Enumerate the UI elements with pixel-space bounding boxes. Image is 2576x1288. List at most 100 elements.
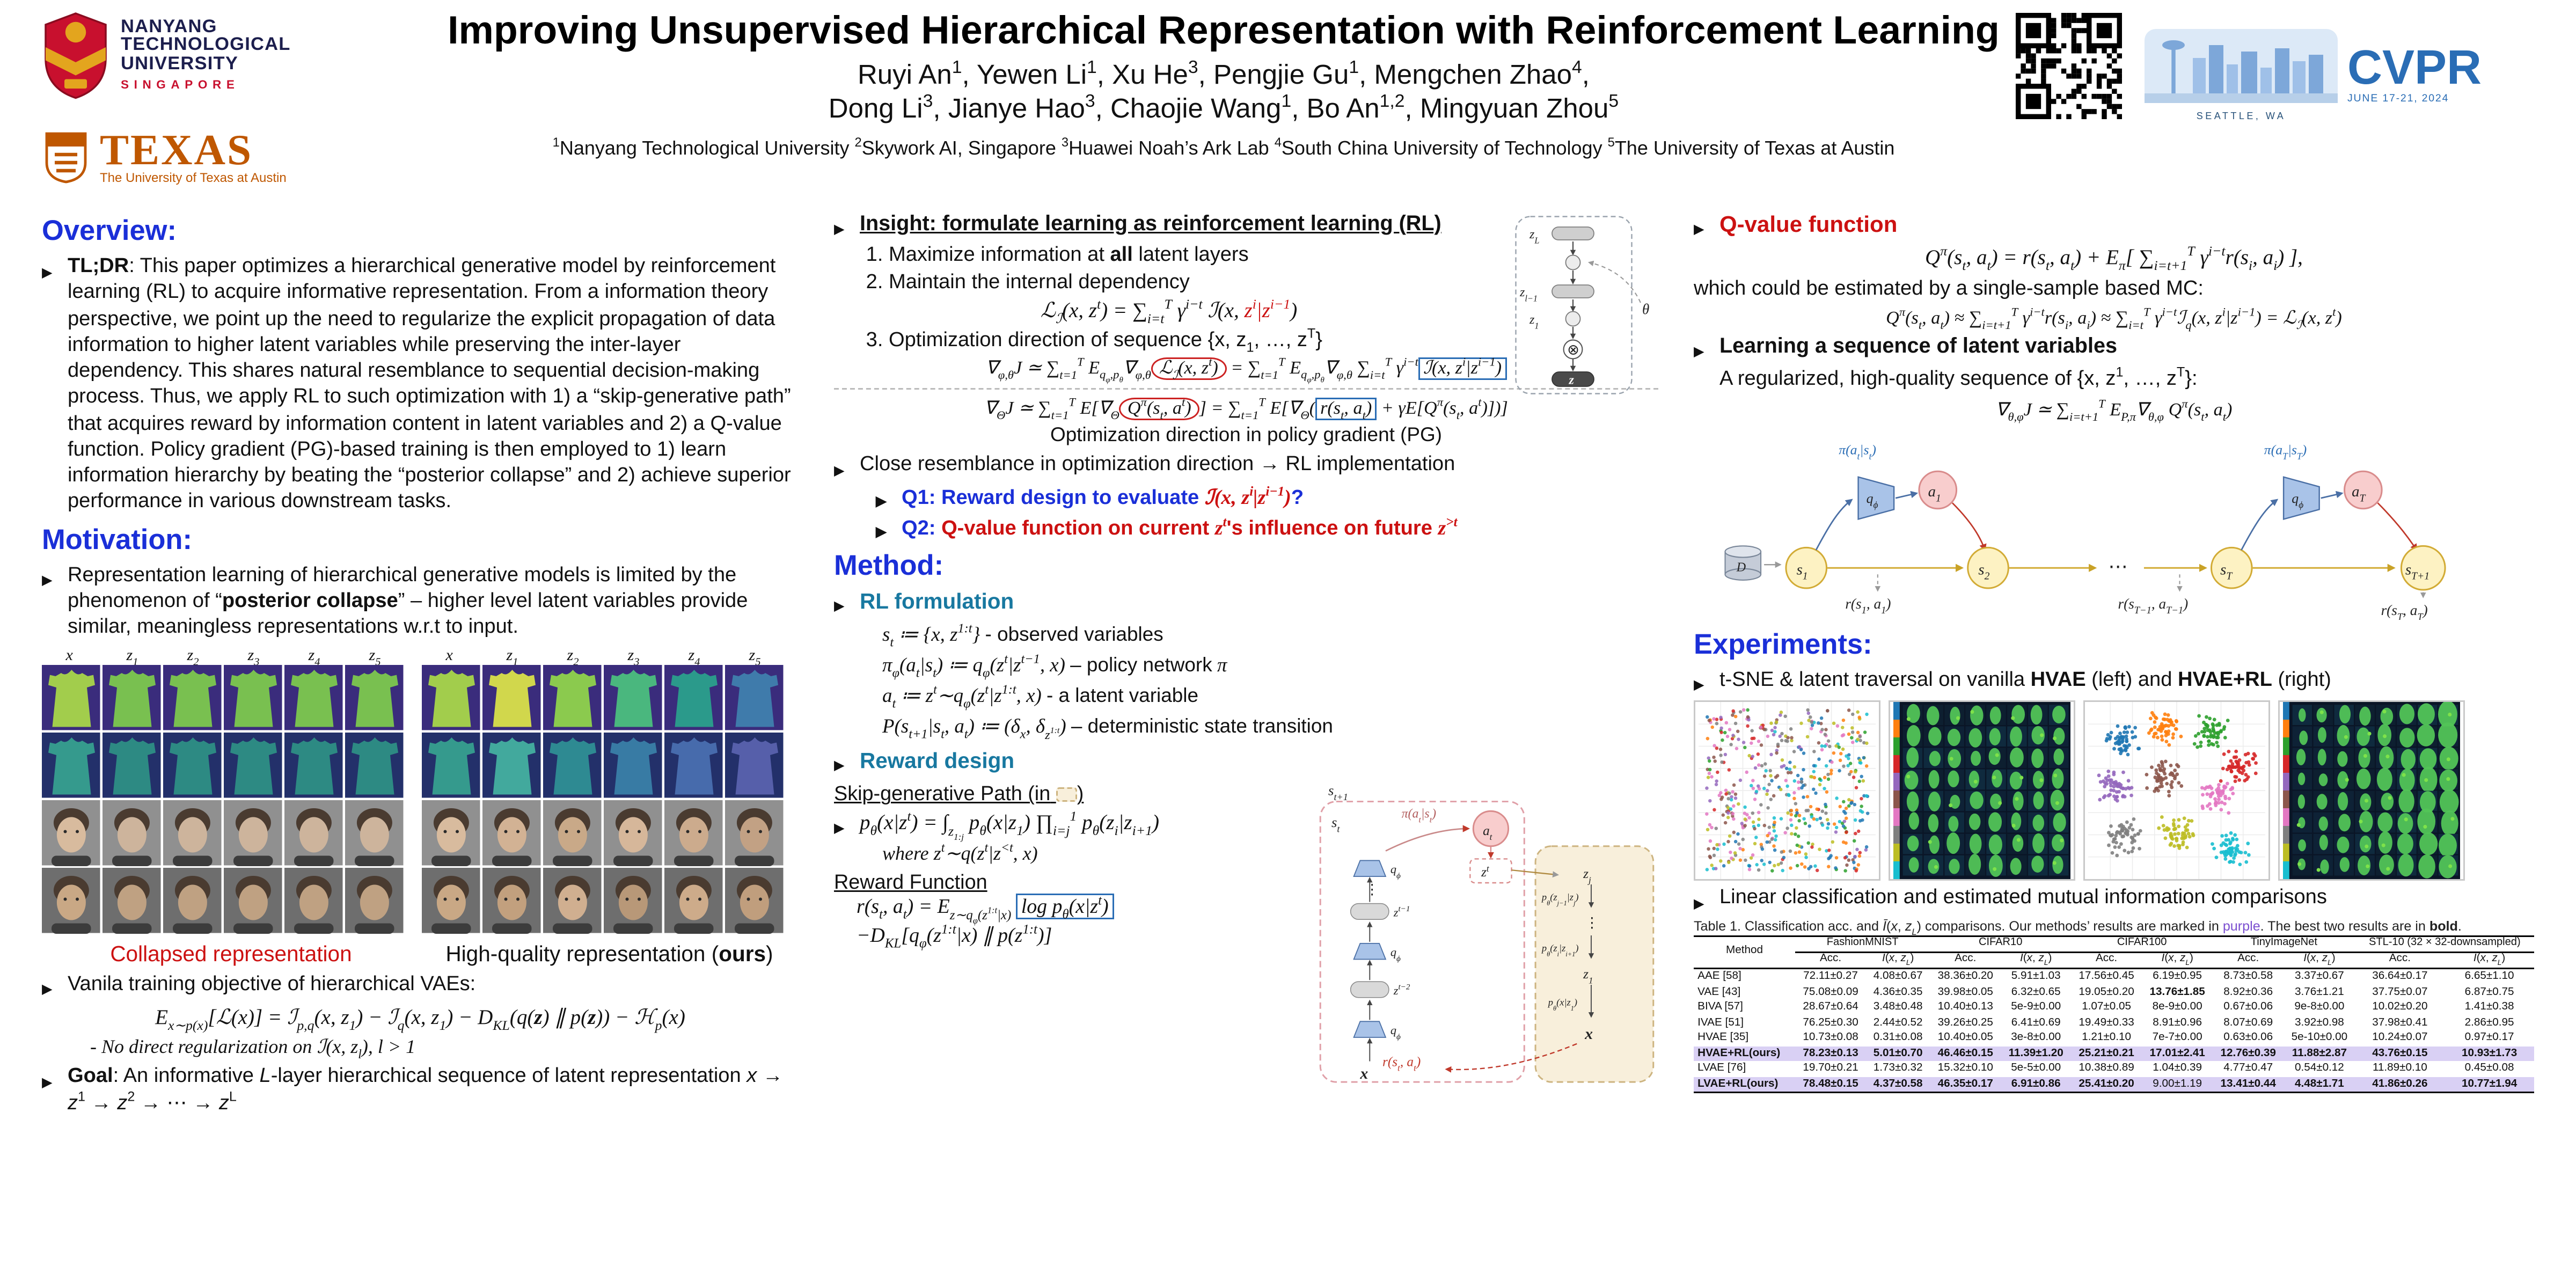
sequence-text: A regularized, high-quality sequence of … — [1719, 364, 2198, 390]
cvpr-dates: JUNE 17-21, 2024 — [2347, 93, 2449, 105]
value-cell: 2.44±0.52 — [1873, 1016, 1923, 1028]
value-cell: 1.04±0.39 — [2153, 1063, 2202, 1074]
title-block: Improving Unsupervised Hierarchical Repr… — [402, 10, 2045, 160]
skip-generative-path-diagram: st+1 st x qϕ zt−2 qϕ zt− — [1319, 783, 1655, 1084]
sequence-heading: Learning a sequence of latent variables — [1719, 333, 2117, 357]
table-sub-header: Ī(x, zL) — [1866, 952, 1930, 970]
value-cell: 13.41±0.44 — [2213, 1077, 2284, 1094]
reward-design-bullet: Reward design — [834, 747, 1658, 776]
svg-text:z5: z5 — [749, 647, 761, 668]
value-cell: 4.08±0.67 — [1873, 970, 1923, 982]
table-sub-header: Acc. — [1795, 952, 1867, 970]
value-cell: 6.41±0.69 — [2011, 1016, 2061, 1028]
skip-path-label-post: ) — [1077, 783, 1084, 806]
value-cell: 11.88±2.87 — [2292, 1047, 2347, 1059]
skip-path-label-pre: Skip-generative Path (in — [834, 783, 1051, 806]
bullet-arrow-icon — [42, 253, 58, 282]
value-cell: 0.54±0.12 — [2294, 1063, 2344, 1074]
value-cell: 3.48±0.48 — [1873, 1001, 1923, 1013]
value-cell: 1.73±0.32 — [1873, 1063, 1923, 1074]
value-cell: 1.07±0.05 — [2082, 1001, 2132, 1013]
bullet-arrow-icon — [1694, 210, 1710, 239]
skip-pi-label: π(at|st) — [1402, 808, 1436, 825]
rl-transition-line: P(st+1|st, at) ≔ (δx, δz1:t) – determini… — [882, 715, 1333, 742]
bullet-arrow-icon — [834, 747, 850, 776]
ntu-wordmark: NANYANG TECHNOLOGICAL UNIVERSITY SINGAPO… — [121, 18, 291, 91]
svg-text:z5: z5 — [369, 647, 381, 668]
value-cell: 13.76±1.85 — [2149, 986, 2205, 998]
seq-pi2-label: π(aT|sT) — [2263, 441, 2306, 460]
value-cell: 11.89±0.10 — [2372, 1063, 2427, 1074]
value-cell: 5.91±1.03 — [2011, 970, 2061, 982]
table-caption: Table 1. Classification acc. and Ī(x, zL… — [1694, 917, 2462, 938]
value-cell: 37.75±0.07 — [2372, 986, 2428, 998]
mc-estimate-equation: Qπ(st, at) ≈ ∑i=t+1T γi−tr(si, ai) ≈ ∑i=… — [1886, 304, 2342, 332]
bullet-arrow-icon — [42, 970, 58, 999]
experiments-heading: Experiments: — [1694, 627, 1872, 660]
value-cell: 5.01±0.70 — [1873, 1047, 1923, 1059]
rl-action-line: at ≔ zt∼qφ(zt|z1:t, x) - a latent variab… — [882, 683, 1199, 712]
q2-bullet: Q2: Q-value function on current zt's inf… — [876, 515, 1658, 541]
hierarchical-vae-diagram: zL zl−1 z1 ⊗ z — [1515, 215, 1649, 394]
value-cell: 39.26±0.25 — [1937, 1016, 1993, 1028]
table-sub-header: Acc. — [2355, 952, 2445, 970]
method-heading: Method: — [834, 548, 944, 581]
table-sub-header: Acc. — [2213, 952, 2284, 970]
traversal-rl-image — [2278, 699, 2465, 880]
table-sub-header: Ī(x, zL) — [2142, 952, 2213, 970]
skip-p2-label: pθ(zi|zi+1) — [1541, 943, 1579, 958]
reward-equation-1: r(st, at) = Ez∼qφ(z1:t|x) log pθ(x|zt) — [857, 894, 1309, 926]
svg-text:x: x — [445, 647, 453, 664]
seq-sT-label: sT — [2220, 560, 2233, 581]
skip-s-t-label: st — [1331, 815, 1340, 835]
method-cell: VAE [43] — [1697, 986, 1741, 998]
value-cell: 10.77±1.94 — [2445, 1077, 2534, 1094]
svg-text:z3: z3 — [247, 647, 260, 668]
table-group-header: STL-10 (32 × 32-downsampled) — [2355, 934, 2534, 953]
value-cell: 2.86±0.95 — [2464, 1016, 2514, 1028]
vanilla-objective-equation: Ex∼p(x)[ℒ(x)] = ℐp,q(x, z1) − ℐq(x, z1) … — [155, 1004, 685, 1033]
close-resemblance-text: Close resemblance in optimization direct… — [860, 452, 1455, 475]
method-cell: LVAE [76] — [1697, 1063, 1746, 1074]
value-cell: 0.97±0.17 — [2464, 1032, 2514, 1044]
no-regularization-note: - No direct regularization on ℐ(x, zl), … — [90, 1035, 416, 1062]
caption-ours: High-quality representation (ours) — [445, 942, 773, 967]
tsne-vanilla-plot — [1694, 699, 1880, 880]
bullet-arrow-icon — [834, 810, 850, 839]
skip-x-input-label: x — [1359, 1066, 1368, 1084]
insight-bullet: Insight: formulate learning as reinforce… — [834, 210, 1504, 239]
table-sub-header: Ī(x, zL) — [2445, 952, 2534, 970]
tsne-text: t-SNE & latent traversal on vanilla HVAE… — [1719, 667, 2331, 690]
value-cell: 0.31±0.08 — [1873, 1032, 1923, 1044]
poster-title: Improving Unsupervised Hierarchical Repr… — [448, 10, 2000, 53]
seq-r2-label: r(sT−1, aT−1) — [2117, 595, 2187, 615]
qvalue-bullet: Q-value function — [1694, 210, 2534, 239]
value-cell: 6.65±1.10 — [2464, 970, 2514, 982]
qr-code — [2016, 13, 2122, 119]
value-cell: 78.48±0.15 — [1795, 1077, 1867, 1094]
seq-s2-label: s2 — [1978, 560, 1989, 581]
value-cell: 10.40±0.13 — [1937, 1001, 1993, 1013]
seq-q1-label: qϕ — [1865, 490, 1877, 509]
value-cell: 6.91±0.86 — [2001, 1077, 2072, 1094]
skip-path-label: Skip-generative Path (in ) — [834, 783, 1309, 806]
latent-sequence-diagram: D s1 qϕ π(at|st) a1 s2 ⋯ — [1723, 441, 2446, 619]
reward-design-section: Skip-generative Path (in ) pθ(x|zt) = ∫z… — [834, 780, 1658, 1091]
value-cell: 10.93±1.73 — [2461, 1047, 2518, 1059]
ntu-line3: UNIVERSITY — [121, 55, 239, 75]
vanilla-objective-label: Vanila training objective of hierarchica… — [68, 972, 476, 995]
value-cell: 3.76±1.21 — [2294, 986, 2344, 998]
value-cell: 3.92±0.98 — [2294, 1016, 2344, 1028]
method-cell: AAE [58] — [1697, 970, 1741, 982]
value-cell: 8.73±0.58 — [2223, 970, 2273, 982]
value-cell: 38.36±0.20 — [1937, 970, 1993, 982]
bullet-arrow-icon — [1694, 333, 1710, 362]
bullet-arrow-icon — [1694, 884, 1710, 913]
table-header-method: Method — [1694, 934, 1796, 970]
